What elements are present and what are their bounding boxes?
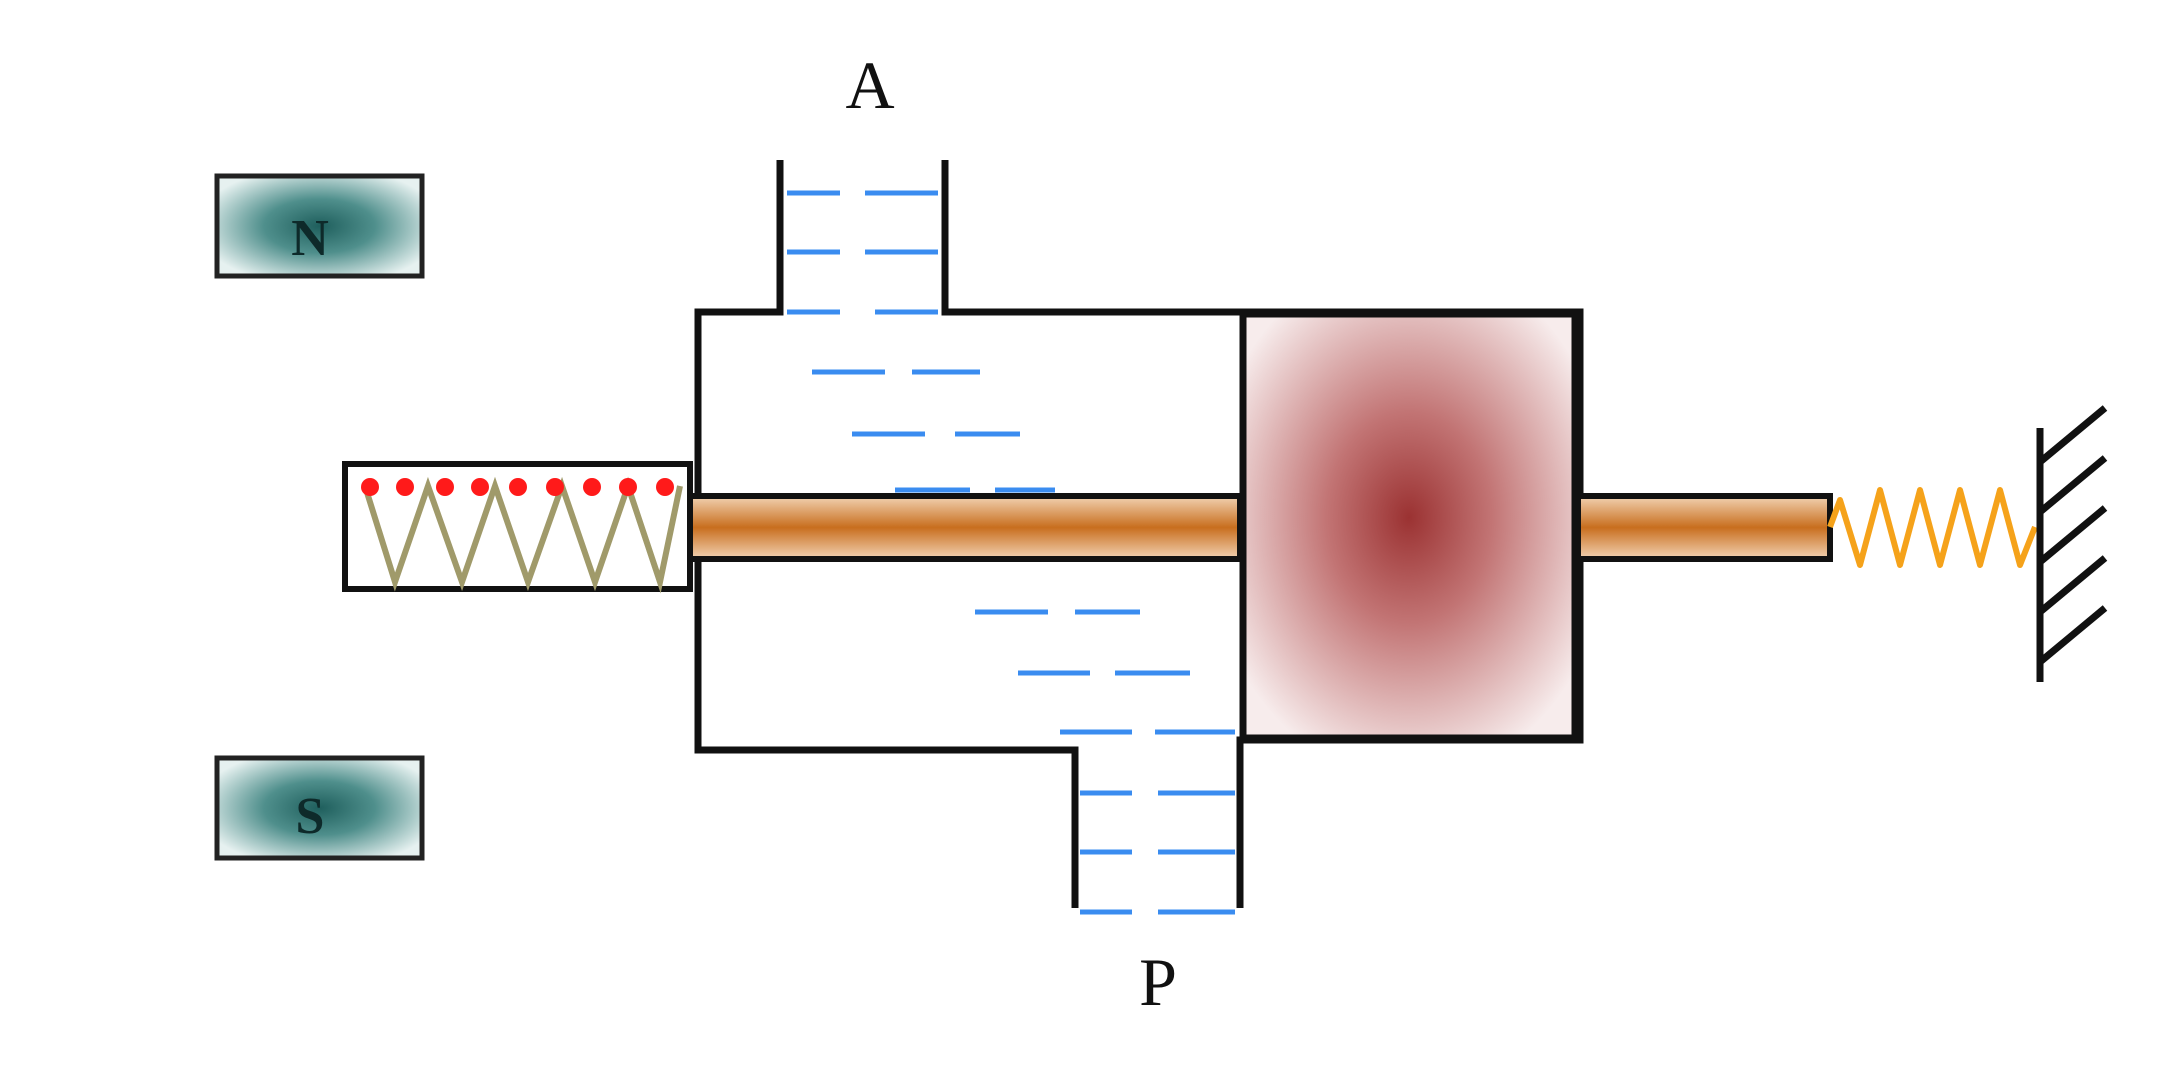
coil-wire — [362, 476, 683, 594]
coil-current-dots — [361, 478, 674, 496]
pole-north-label: N — [291, 210, 329, 267]
output-rod — [1575, 493, 1833, 562]
pole-south-label: S — [296, 788, 325, 845]
fluid-flow — [787, 190, 1235, 915]
piston-rod — [687, 493, 1243, 562]
return-spring — [1827, 487, 2038, 568]
port-a-label: A — [845, 47, 894, 123]
fixed-wall — [2036, 405, 2108, 682]
magnet-north: N — [214, 173, 425, 279]
magnet-south: S — [214, 755, 425, 861]
spool — [1239, 310, 1579, 742]
port-p-label: P — [1139, 944, 1177, 1020]
